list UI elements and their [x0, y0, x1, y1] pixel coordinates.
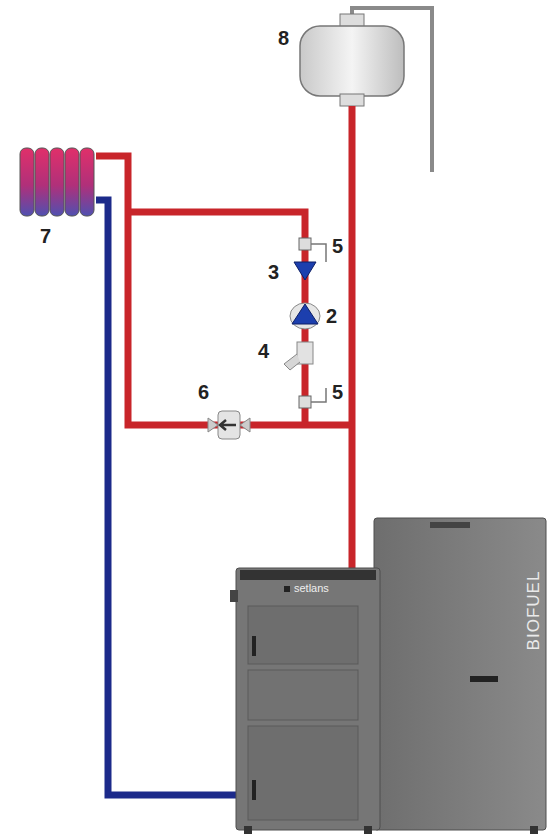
callout-number: 3 — [268, 262, 279, 282]
return-pipe — [96, 200, 242, 795]
callout-number: 5 — [332, 236, 343, 256]
strainer-filter — [284, 342, 313, 370]
product-label: BIOFUEL — [525, 570, 542, 650]
callout-number: 5 — [332, 382, 343, 402]
radiator — [20, 148, 94, 216]
callout-number: 6 — [198, 382, 209, 402]
callout-number: 4 — [258, 341, 269, 361]
callout-number: 8 — [278, 28, 289, 48]
brand-label: setlans — [294, 583, 329, 594]
callout-number: 7 — [40, 226, 51, 246]
expansion-tank — [300, 14, 404, 106]
check-valve — [294, 262, 316, 280]
circulation-pump — [290, 303, 320, 329]
thermostatic-valve — [208, 411, 250, 439]
callout-number: 2 — [326, 306, 337, 326]
supply-pipes — [96, 106, 352, 568]
pellet-boiler — [230, 518, 546, 834]
ball-valve — [299, 388, 326, 408]
ball-valve — [299, 238, 326, 262]
